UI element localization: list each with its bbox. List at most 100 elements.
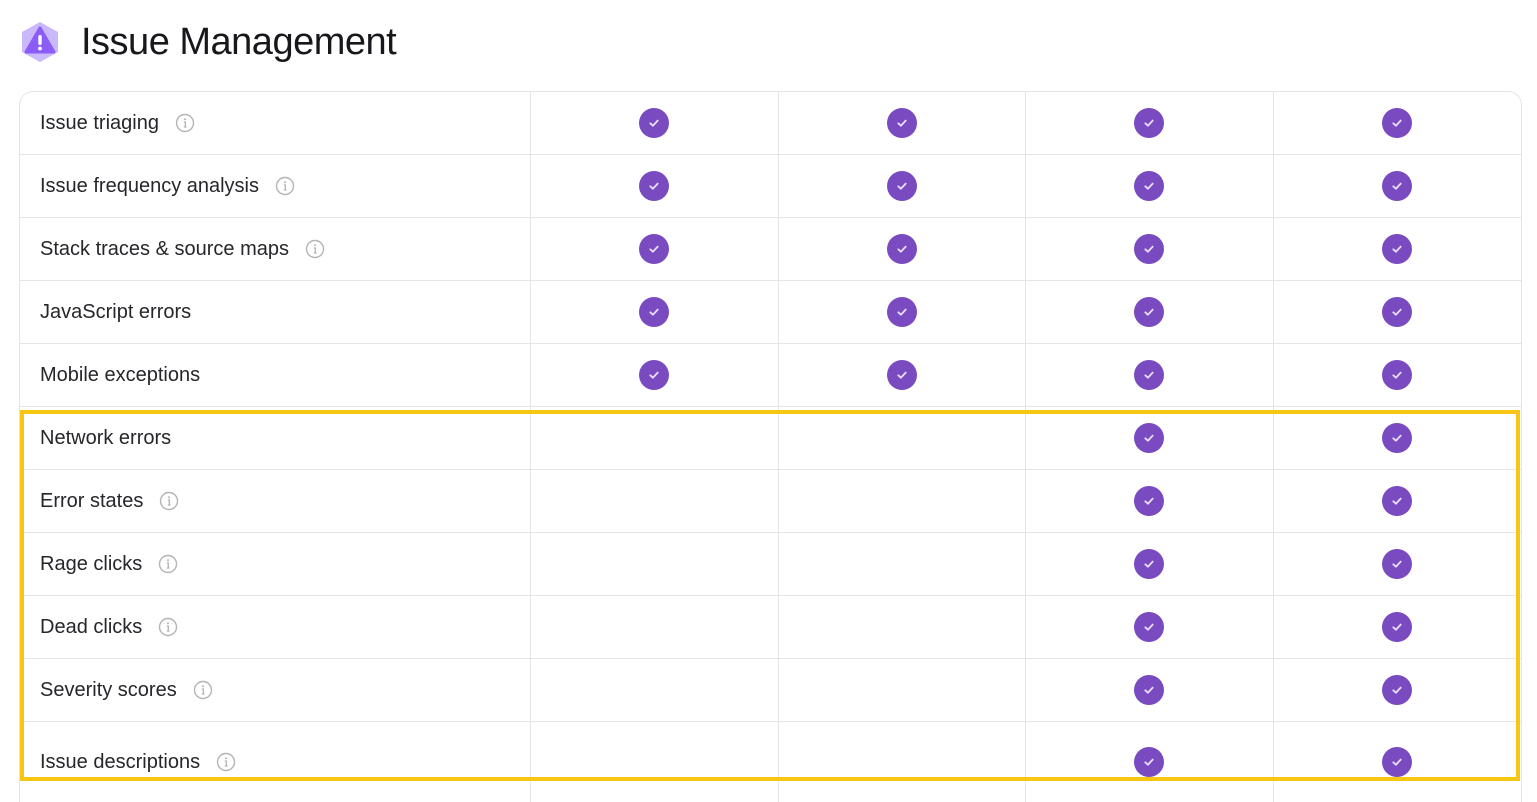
plan-cell-4 [1274,659,1522,721]
plan-cell-4 [1274,155,1522,217]
plan-cell-3 [1026,533,1274,595]
plan-cell-4 [1274,92,1522,154]
check-circle-icon [1134,612,1165,642]
feature-label: JavaScript errors [40,300,192,323]
plan-cell-1 [531,659,779,721]
info-icon[interactable] [158,554,178,574]
plan-cell-2 [779,533,1026,595]
feature-label: Stack traces & source maps [40,237,289,260]
plan-cell-3 [1026,596,1274,658]
plan-cell-1 [531,470,779,532]
check-circle-icon [886,360,917,390]
plan-cell-4 [1274,470,1522,532]
info-icon[interactable] [158,617,178,637]
feature-label-cell: JavaScript errors [20,281,531,343]
table-row: Stack traces & source maps [20,218,1521,281]
plan-cell-1 [531,155,779,217]
check-circle-icon [1382,612,1413,642]
plan-cell-4 [1274,596,1522,658]
check-circle-icon [1382,423,1413,453]
info-icon[interactable] [175,113,195,133]
info-icon[interactable] [193,680,213,700]
table-row: Rage clicks [20,533,1521,596]
plan-cell-4 [1274,218,1522,280]
plan-cell-4 [1274,407,1522,469]
check-circle-icon [1134,360,1165,390]
table-row: Issue triaging [20,92,1521,155]
table-row: Dead clicks [20,596,1521,659]
info-icon[interactable] [159,491,179,511]
feature-label: Dead clicks [40,615,143,638]
check-circle-icon [1134,423,1165,453]
check-circle-icon [639,108,670,138]
feature-label-cell: Error states [20,470,531,532]
plan-cell-2 [779,596,1026,658]
plan-cell-4 [1274,344,1522,406]
feature-label: Issue triaging [40,111,159,134]
info-icon[interactable] [216,752,236,772]
plan-cell-1 [531,722,779,802]
plan-cell-3 [1026,659,1274,721]
check-circle-icon [1382,297,1413,327]
plan-cell-3 [1026,218,1274,280]
plan-cell-1 [531,596,779,658]
check-circle-icon [1134,234,1165,264]
check-circle-icon [639,297,670,327]
feature-label-cell: Issue descriptions [20,722,531,802]
feature-label: Issue frequency analysis [40,174,260,197]
info-icon[interactable] [275,176,295,196]
feature-label: Severity scores [40,678,177,701]
plan-cell-2 [779,281,1026,343]
plan-cell-1 [531,281,779,343]
plan-cell-3 [1026,470,1274,532]
plan-cell-2 [779,659,1026,721]
check-circle-icon [886,297,917,327]
plan-cell-4 [1274,281,1522,343]
plan-cell-4 [1274,533,1522,595]
feature-label-cell: Dead clicks [20,596,531,658]
plan-cell-3 [1026,155,1274,217]
feature-label: Error states [40,489,144,512]
plan-cell-2 [779,344,1026,406]
plan-cell-3 [1026,344,1274,406]
check-circle-icon [1382,747,1413,777]
check-circle-icon [1382,486,1413,516]
check-circle-icon [886,171,917,201]
check-circle-icon [639,171,670,201]
plan-cell-1 [531,92,779,154]
plan-cell-2 [779,155,1026,217]
check-circle-icon [639,234,670,264]
plan-cell-3 [1026,92,1274,154]
check-circle-icon [1382,108,1413,138]
check-circle-icon [886,108,917,138]
plan-cell-2 [779,92,1026,154]
plan-cell-2 [779,218,1026,280]
feature-label: Mobile exceptions [40,363,201,386]
feature-label: Issue descriptions [40,750,201,773]
info-icon[interactable] [305,239,325,259]
warning-hexagon-icon [20,20,60,64]
plan-cell-3 [1026,722,1274,802]
table-row: Issue frequency analysis [20,155,1521,218]
feature-label-cell: Mobile exceptions [20,344,531,406]
plan-cell-2 [779,470,1026,532]
feature-label-cell: Rage clicks [20,533,531,595]
plan-cell-1 [531,407,779,469]
feature-label-cell: Issue triaging [20,92,531,154]
check-circle-icon [1382,549,1413,579]
check-circle-icon [1134,297,1165,327]
table-row: Severity scores [20,659,1521,722]
feature-label: Rage clicks [40,552,143,575]
page-title: Issue Management [81,20,397,63]
check-circle-icon [1134,747,1165,777]
check-circle-icon [1134,549,1165,579]
plan-cell-3 [1026,407,1274,469]
feature-label-cell: Network errors [20,407,531,469]
table-row: Mobile exceptions [20,344,1521,407]
plan-cell-2 [779,407,1026,469]
plan-cell-2 [779,722,1026,802]
feature-label-cell: Stack traces & source maps [20,218,531,280]
section-header: Issue Management [20,20,397,64]
check-circle-icon [1382,171,1413,201]
table-row: Issue descriptions [20,722,1521,802]
